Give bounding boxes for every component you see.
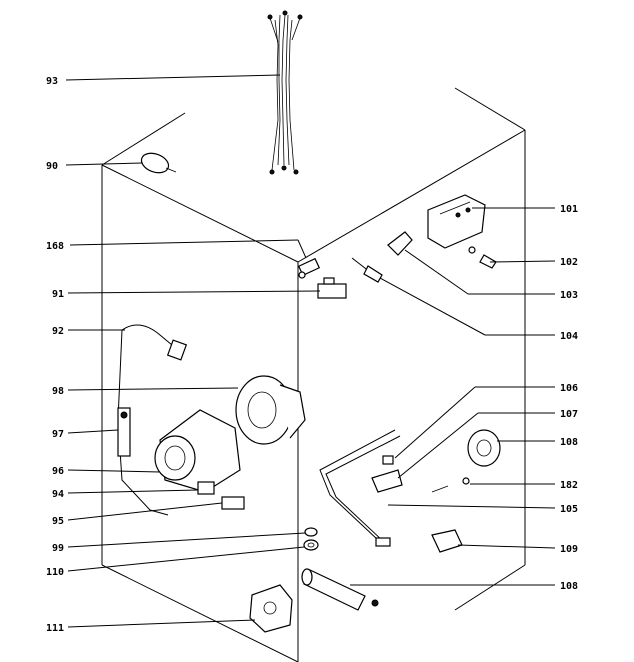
label-92: 92	[52, 326, 64, 337]
cabinet-outline	[101, 87, 526, 662]
part-108-thermostat	[467, 429, 501, 467]
label-110: 110	[46, 567, 64, 578]
part-92-cord	[117, 324, 188, 516]
label-94: 94	[52, 489, 64, 500]
label-93: 93	[46, 76, 58, 87]
label-102: 102	[560, 257, 578, 268]
label-108: 108	[560, 437, 578, 448]
label-106: 106	[560, 383, 578, 394]
part-90-capacitor	[140, 152, 177, 174]
part-97-bracket	[117, 407, 131, 457]
label-100: 108	[560, 581, 578, 592]
part-104-rod	[351, 257, 383, 283]
label-109: 109	[560, 544, 578, 555]
part-107-bracket	[371, 469, 403, 493]
part-94-clip	[197, 481, 215, 495]
label-95: 95	[52, 516, 64, 527]
part-101-timer	[427, 194, 486, 249]
part-91-switch	[317, 277, 347, 299]
label-104: 104	[560, 331, 578, 342]
part-96-motor	[154, 409, 241, 493]
label-168: 168	[46, 241, 64, 252]
part-110-grommet	[303, 539, 319, 551]
label-96: 96	[52, 466, 64, 477]
part-98-pump-housing	[235, 375, 306, 445]
part-100-tube	[301, 568, 379, 611]
leader-lines	[65, 74, 556, 628]
label-90: 90	[46, 161, 58, 172]
part-93-wire-harness	[267, 10, 303, 175]
part-99-washer	[304, 527, 318, 537]
label-97: 97	[52, 429, 64, 440]
callout-labels: 93 90 168 91 92 98 97 96 94 95 99 110 11…	[46, 76, 578, 634]
label-103: 103	[560, 290, 578, 301]
part-95-connector	[221, 496, 245, 510]
label-111: 111	[46, 623, 64, 634]
part-105-heater	[319, 429, 401, 547]
label-105: 105	[560, 504, 578, 515]
part-103-lever	[387, 231, 413, 256]
part-106-clip	[382, 455, 394, 465]
label-91: 91	[52, 289, 64, 300]
part-182-screw	[431, 477, 470, 493]
label-101: 101	[560, 204, 578, 215]
label-182: 182	[560, 480, 578, 491]
part-111-valve	[249, 584, 293, 633]
label-99: 99	[52, 543, 64, 554]
part-168-bracket	[297, 257, 321, 279]
part-102-shaft	[468, 246, 497, 269]
label-98: 98	[52, 386, 64, 397]
label-107: 107	[560, 409, 578, 420]
part-109-sensor	[431, 529, 463, 553]
